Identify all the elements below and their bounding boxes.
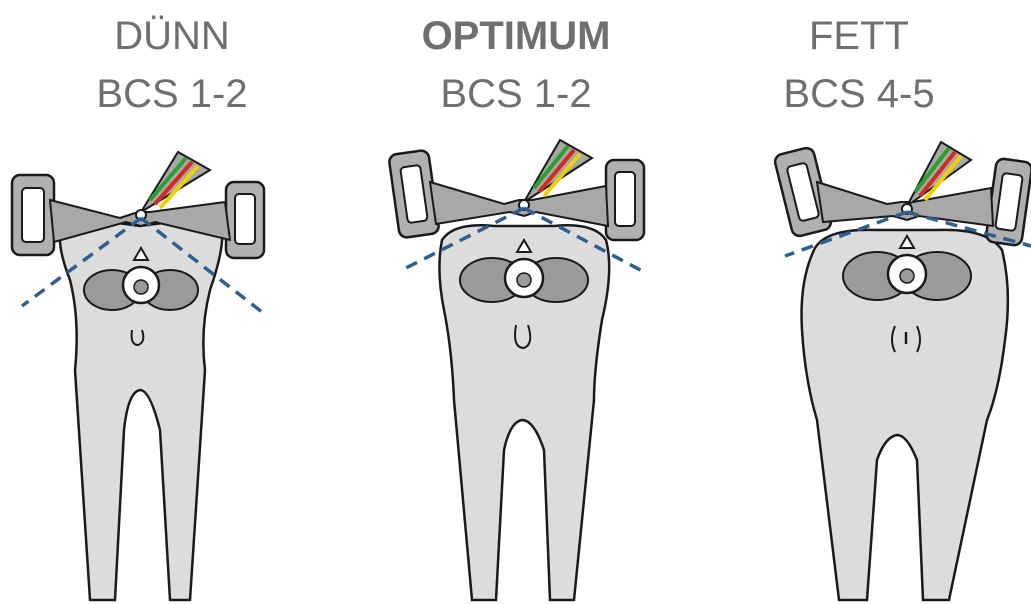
thin-pig-illustration [0,130,344,604]
vertebra-core [134,280,148,294]
vertebra-core [900,269,914,283]
panel-score: BCS 1-2 [344,70,688,118]
panel-fat: FETT BCS 4-5 [687,0,1031,604]
panel-label: DÜNN [0,12,344,60]
panel-score: BCS 4-5 [687,70,1031,118]
vertebra-core [517,273,531,287]
panel-thin: DÜNN BCS 1-2 [0,0,344,604]
panel-score: BCS 1-2 [0,70,344,118]
panel-label: OPTIMUM [344,12,688,60]
optimum-pig-illustration [344,130,688,604]
fat-pig-illustration [687,130,1031,604]
panel-optimum: OPTIMUM BCS 1-2 [344,0,688,604]
panel-label: FETT [687,12,1031,60]
